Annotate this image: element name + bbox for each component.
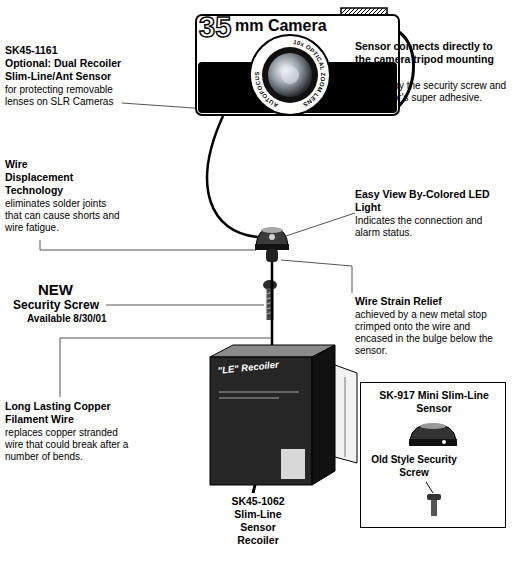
inset-title: SK-917 Mini Slim-Line Sensor	[369, 389, 499, 415]
camera-title: mm Camera	[235, 16, 327, 36]
slim-line-sensor	[255, 227, 289, 262]
callout-heading: Easy View By-Colored LED Light	[355, 188, 505, 214]
callout-text: replaces copper stranded wire that could…	[5, 427, 133, 463]
callout-text: eliminates solder joints that can cause …	[5, 198, 123, 234]
leader-line	[40, 240, 256, 250]
screw-label: Old Style Security Screw	[369, 453, 459, 479]
lens-text: AUTOFOCUS	[254, 71, 279, 108]
callout-heading: Long Lasting Copper Filament Wire	[5, 400, 117, 426]
leader-line	[281, 260, 352, 293]
recoiler-unit: "LE" RecoilerSK45-1062 Slim-Line Sensor …	[195, 345, 360, 557]
lens-text: 10x OPTICAL ZOOM LENS	[293, 39, 326, 108]
callout-text: for protecting removable lenses on SLR C…	[5, 84, 140, 108]
callout-heading: Wire Displacement Technology	[5, 158, 87, 197]
security-screw	[263, 280, 277, 320]
callout-heading: Sensor connects directly to the camera t…	[355, 40, 507, 79]
leader-line	[106, 305, 264, 306]
recoiler-label: SK45-1062 Slim-Line Sensor Recoiler	[225, 495, 291, 547]
callout-heading: Optional: Dual Recoiler Slim-Line/Ant Se…	[5, 57, 143, 83]
sensor-wire	[207, 116, 272, 345]
recoiler-unit-shape	[195, 345, 360, 557]
callout-heading: NEW	[38, 281, 73, 299]
callout-heading: SK45-1161	[5, 44, 58, 57]
leader-line	[286, 213, 355, 236]
callout-heading: Available 8/30/01	[27, 313, 107, 325]
callout-text: Indicates the connection and alarm statu…	[355, 215, 505, 239]
led-light	[269, 234, 275, 240]
callout-text: achieved by a new metal stop crimped ont…	[355, 309, 505, 357]
callout-heading: Wire Strain Relief	[355, 295, 442, 308]
callout-heading: Security Screw	[13, 298, 99, 313]
inset-box: SK-917 Mini Slim-Line SensorOld Style Se…	[360, 382, 506, 528]
callout-text: secured by the security screw and the se…	[355, 80, 510, 104]
camera-number: 35	[199, 10, 231, 45]
